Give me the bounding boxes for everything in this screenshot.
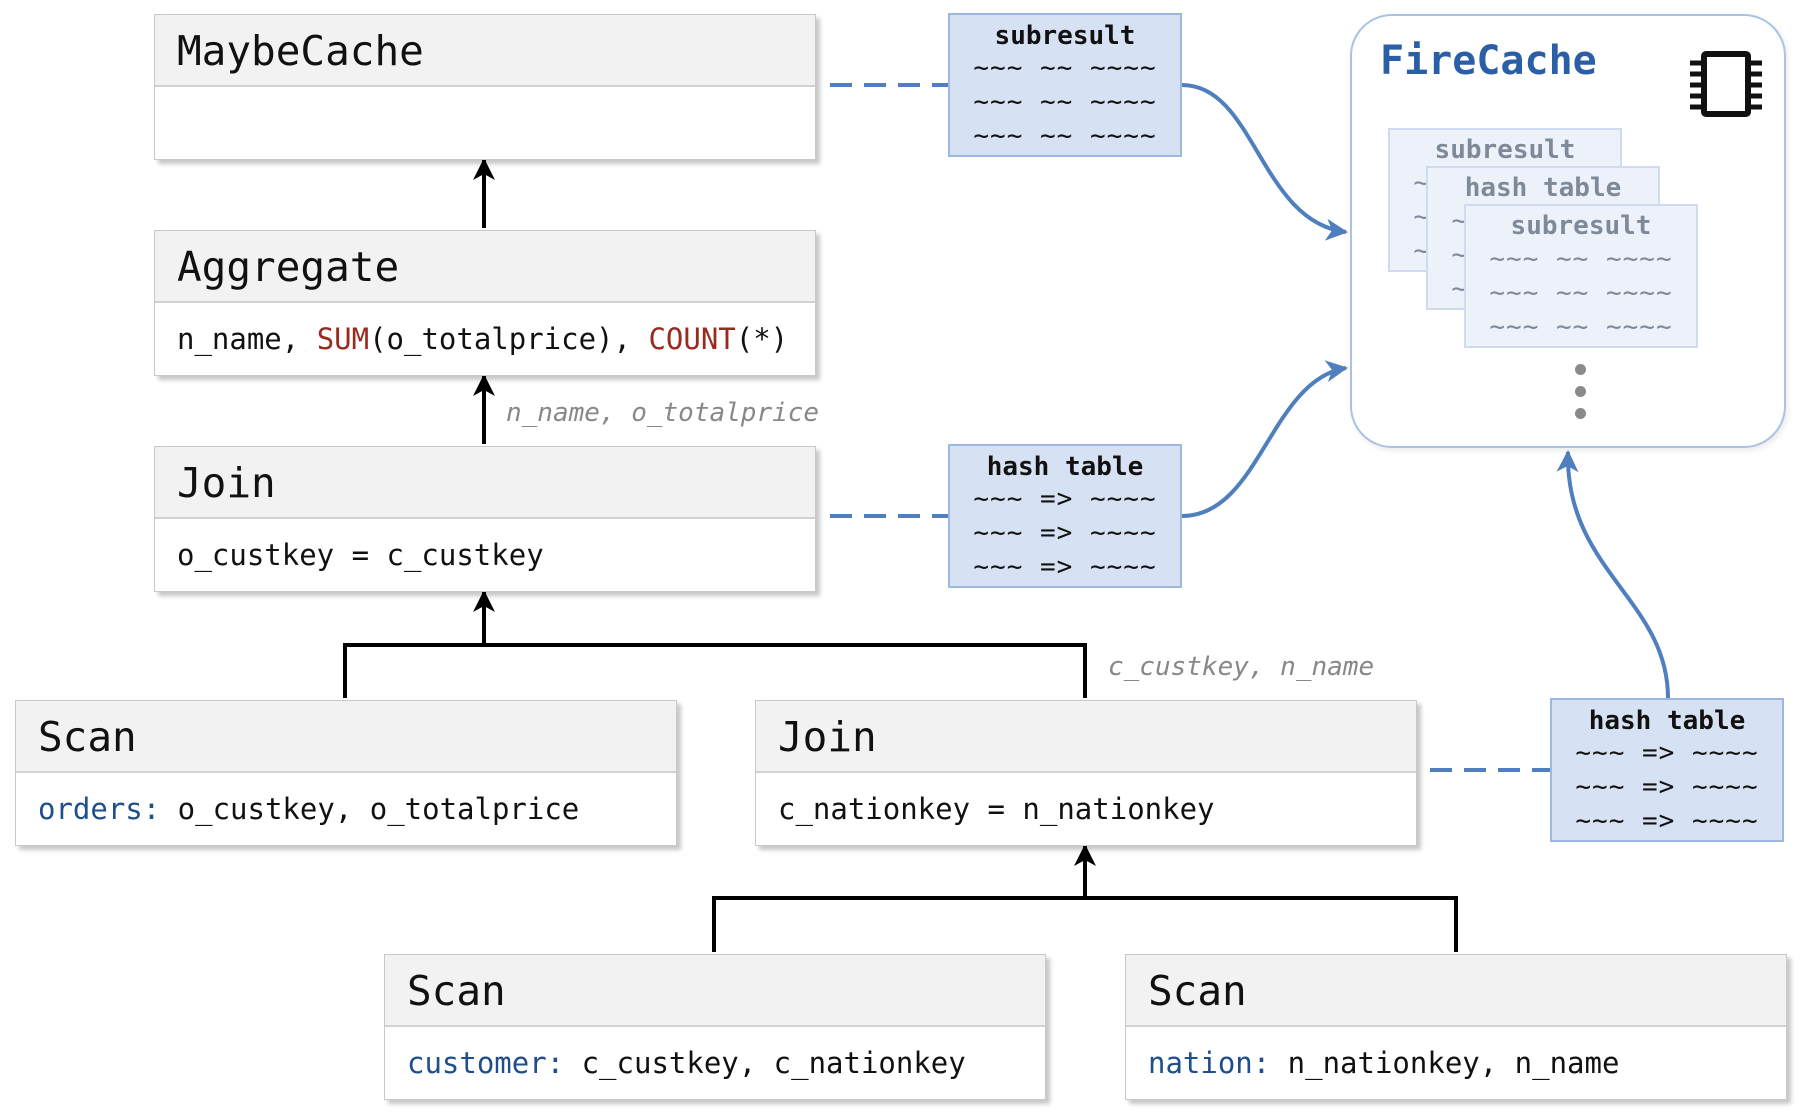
hash-table-line: ~~~ => ~~~~ [1575, 772, 1759, 802]
mini-card-title: subresult [1434, 135, 1576, 165]
subresult-card: subresult ~~~ ~~ ~~~~ ~~~ ~~ ~~~~ ~~~ ~~… [948, 13, 1182, 157]
subresult-card-title: subresult [994, 21, 1136, 51]
join-mid-condition: c_nationkey = n_nationkey [778, 792, 1215, 826]
sum-function: SUM [316, 322, 370, 356]
edge-children-to-join-top [343, 643, 1087, 698]
join-mid-title: Join [756, 701, 1416, 773]
count-function: COUNT [648, 322, 736, 356]
mini-card-line: ~~~ ~~ ~~~~ [1489, 312, 1673, 342]
arrow-hash-top-to-firecache [1181, 360, 1348, 518]
cached-subresult-front: subresult ~~~ ~~ ~~~~ ~~~ ~~ ~~~~ ~~~ ~~… [1464, 204, 1698, 348]
maybecache-node: MaybeCache [154, 14, 816, 160]
chip-icon [1690, 51, 1762, 117]
firecache-panel: FireCache subresult ~~~ ~~ ~~~~ ~~~ ~~ ~… [1350, 14, 1786, 448]
firecache-title: FireCache [1380, 38, 1597, 84]
sum-argument: (o_totalprice), [369, 322, 649, 356]
customer-table-name: customer: [407, 1046, 565, 1080]
hash-table-line: ~~~ => ~~~~ [973, 484, 1157, 514]
aggregate-title: Aggregate [155, 231, 815, 303]
scan-nation-body: nation: n_nationkey, n_name [1126, 1027, 1786, 1099]
hash-table-card-title: hash table [986, 452, 1144, 482]
scan-customer-title: Scan [385, 955, 1045, 1027]
maybecache-title: MaybeCache [155, 15, 815, 87]
hash-table-card-title: hash table [1588, 706, 1746, 736]
scan-orders-node: Scan orders: o_custkey, o_totalprice [15, 700, 677, 846]
mini-card-title: subresult [1510, 211, 1652, 241]
aggregate-node: Aggregate n_name, SUM(o_totalprice), COU… [154, 230, 816, 376]
subresult-line: ~~~ ~~ ~~~~ [973, 53, 1157, 83]
customer-columns: c_custkey, c_nationkey [564, 1046, 966, 1080]
hash-table-line: ~~~ => ~~~~ [1575, 806, 1759, 836]
scan-orders-title: Scan [16, 701, 676, 773]
scan-orders-body: orders: o_custkey, o_totalprice [16, 773, 676, 845]
hash-table-line: ~~~ => ~~~~ [973, 518, 1157, 548]
scan-nation-title: Scan [1126, 955, 1786, 1027]
arrow-hash-bottom-to-firecache [1556, 450, 1670, 699]
edge-children-to-join-mid [712, 896, 1458, 952]
subresult-line: ~~~ ~~ ~~~~ [973, 87, 1157, 117]
scan-customer-body: customer: c_custkey, c_nationkey [385, 1027, 1045, 1099]
aggregate-body: n_name, SUM(o_totalprice), COUNT(*) [155, 303, 815, 375]
count-argument: (*) [735, 322, 789, 356]
hash-table-card-top: hash table ~~~ => ~~~~ ~~~ => ~~~~ ~~~ =… [948, 444, 1182, 588]
ellipsis-dot [1575, 386, 1586, 397]
scan-nation-node: Scan nation: n_nationkey, n_name [1125, 954, 1787, 1100]
nation-table-name: nation: [1148, 1046, 1271, 1080]
mini-card-title: hash table [1464, 173, 1622, 203]
nation-columns: n_nationkey, n_name [1270, 1046, 1620, 1080]
orders-columns: o_custkey, o_totalprice [160, 792, 580, 826]
ellipsis-dot [1575, 364, 1586, 375]
orders-table-name: orders: [38, 792, 161, 826]
aggregate-input-columns: n_name, o_totalprice [506, 398, 820, 428]
arrow-subresult-to-firecache [1181, 83, 1348, 241]
join-top-node: Join o_custkey = c_custkey [154, 446, 816, 592]
scan-customer-node: Scan customer: c_custkey, c_nationkey [384, 954, 1046, 1100]
join-top-title: Join [155, 447, 815, 519]
aggregate-group-col: n_name, [177, 322, 317, 356]
join-mid-output-columns: c_custkey, n_name [1108, 652, 1375, 682]
mini-card-line: ~~~ ~~ ~~~~ [1489, 244, 1673, 274]
maybecache-body [155, 87, 815, 159]
subresult-line: ~~~ ~~ ~~~~ [973, 121, 1157, 151]
mini-card-line: ~~~ ~~ ~~~~ [1489, 278, 1673, 308]
hash-table-line: ~~~ => ~~~~ [973, 552, 1157, 582]
ellipsis-dot [1575, 408, 1586, 419]
hash-table-card-bottom: hash table ~~~ => ~~~~ ~~~ => ~~~~ ~~~ =… [1550, 698, 1784, 842]
join-mid-node: Join c_nationkey = n_nationkey [755, 700, 1417, 846]
hash-table-line: ~~~ => ~~~~ [1575, 738, 1759, 768]
join-top-condition: o_custkey = c_custkey [177, 538, 544, 572]
